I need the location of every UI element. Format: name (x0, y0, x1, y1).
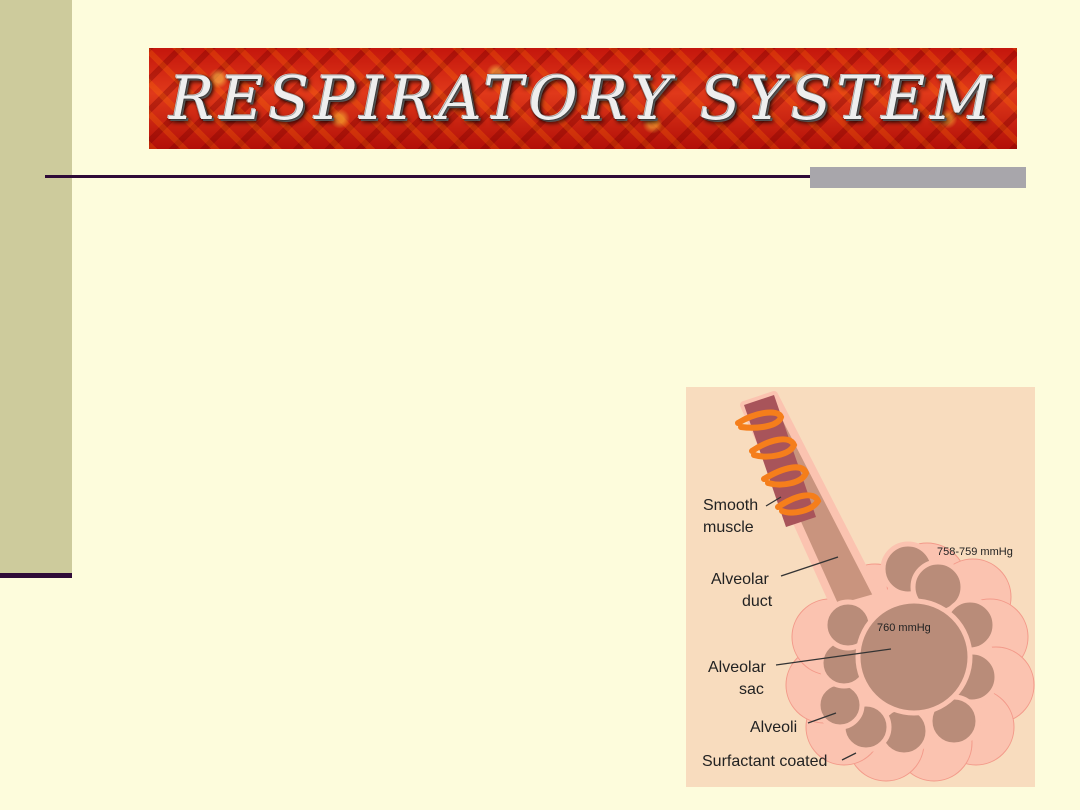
label-alveolar-sac-line1: Alveolar (708, 659, 766, 676)
label-alveoli: Alveoli (750, 719, 797, 736)
label-alveolar-duct-line2: duct (742, 593, 773, 610)
label-alveolar-duct-line1: Alveolar (711, 571, 769, 588)
label-leader-lines (765, 496, 892, 761)
divider-accent-block (810, 167, 1026, 188)
alveoli-illustration: Smooth muscle Alveolar duct Alveolar sac… (702, 391, 1035, 782)
label-smooth-muscle-line2: muscle (703, 519, 754, 536)
smooth-muscle-bands (735, 409, 822, 516)
slide-sidebar-bar (0, 0, 72, 578)
label-alveolar-sac-line2: sac (739, 681, 764, 698)
sidebar-accent-line (0, 573, 72, 578)
title-banner: RESPIRATORY SYSTEM (149, 48, 1017, 149)
label-smooth-muscle-line1: Smooth (703, 497, 758, 514)
label-pressure-inner: 760 mmHg (877, 622, 931, 634)
alveoli-chambers (815, 541, 1000, 758)
title-divider-line (45, 175, 1026, 178)
label-surfactant-coated: Surfactant coated (702, 753, 827, 770)
alveoli-diagram: Smooth muscle Alveolar duct Alveolar sac… (686, 387, 1035, 787)
label-pressure-outer: 758-759 mmHg (937, 546, 1013, 558)
slide-title: RESPIRATORY SYSTEM (169, 63, 997, 134)
